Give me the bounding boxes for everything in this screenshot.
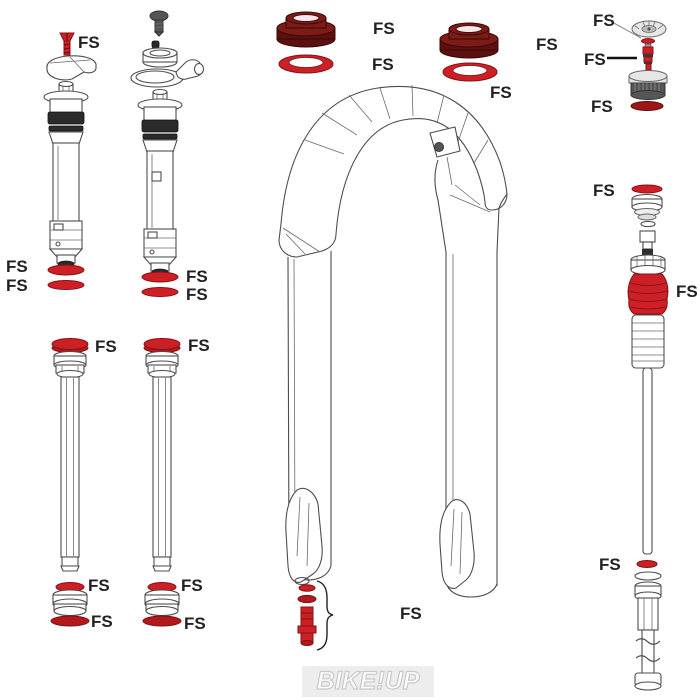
- fs-label: FS: [591, 97, 613, 116]
- damper1-upper-oring: [47, 264, 85, 276]
- bolt-oring-1: [298, 584, 316, 592]
- shaft-bolt-kit: [297, 580, 334, 651]
- damper1-top-screw-red: [59, 32, 75, 56]
- fs-label: FS: [184, 614, 206, 633]
- left-dust-seal-cap: [276, 11, 336, 48]
- air-valve-knurled-cap: [628, 70, 668, 100]
- fs-label: FS: [593, 11, 615, 30]
- damper-spring-stack: [631, 314, 665, 369]
- damper-cartridge-left: [43, 32, 97, 290]
- crown-seal-kit-right: [439, 22, 499, 82]
- damper2-remote-lever: [130, 59, 205, 88]
- rebound-damper-shaft: [627, 184, 669, 691]
- damper-castle-collar: [630, 254, 666, 276]
- air-spring-shaft-left: [50, 337, 90, 627]
- rebound-bolt-washer: [634, 571, 662, 581]
- air-spring-shaft-right: [142, 337, 182, 627]
- fs-label: FS: [188, 336, 210, 355]
- fs-label: FS: [599, 555, 621, 574]
- damper2-upper-oring: [141, 271, 179, 283]
- shaft-bolt: [297, 606, 317, 646]
- crown-seal-kit-left: [276, 11, 336, 74]
- right-dust-seal-cap: [439, 22, 499, 59]
- fs-label: FS: [6, 276, 28, 295]
- fs-label: FS: [95, 337, 117, 356]
- fs-label: FS: [88, 576, 110, 595]
- damper-shaft-washer: [640, 220, 656, 228]
- air-valve-core: [642, 43, 654, 71]
- fs-label: FS: [536, 35, 558, 54]
- fs-labels: FS FS FS FS FS FS FS FS FS FS FS FS FS F…: [6, 11, 698, 633]
- damper2-detent-ball: [151, 40, 160, 49]
- damper1-body: [43, 80, 89, 268]
- damper-bellows: [627, 273, 669, 315]
- fs-label: FS: [186, 285, 208, 304]
- fs-label: FS: [78, 33, 100, 52]
- air-valve-oring: [641, 38, 655, 44]
- fs-label: FS: [373, 19, 395, 38]
- fs-label: FS: [490, 83, 512, 102]
- damper2-spool-knob: [142, 47, 178, 68]
- damper2-body: [137, 88, 183, 276]
- air-valve-cap-assembly: [607, 20, 668, 111]
- fs-label: FS: [676, 282, 698, 301]
- fs-label: FS: [372, 55, 394, 74]
- right-crown-oring: [442, 62, 498, 82]
- grouping-brace: [316, 580, 334, 651]
- rebound-adjuster-bolt: [634, 581, 662, 691]
- damper-shaft-piston-cap: [631, 193, 663, 221]
- damper2-lower-oring: [141, 287, 179, 297]
- bolt-oring-2: [297, 594, 317, 604]
- air-cap-oring: [630, 101, 664, 111]
- air-cap-star-knob: [631, 20, 667, 38]
- bikeup-watermark: BIKE!UP: [302, 666, 434, 697]
- damper-shaft-top-seal: [631, 184, 663, 194]
- fs-label: FS: [91, 612, 113, 631]
- rebound-bolt-oring: [636, 560, 658, 568]
- fs-label: FS: [186, 267, 208, 286]
- fs-label: FS: [181, 576, 203, 595]
- damper-cartridge-with-remote: [130, 10, 205, 297]
- fs-label: FS: [400, 604, 422, 623]
- damper1-top-cap-lever: [46, 55, 97, 81]
- fs-label: FS: [6, 257, 28, 276]
- fs-label: FS: [593, 181, 615, 200]
- fs-label: FS: [584, 50, 606, 69]
- damper2-top-screw: [149, 10, 169, 37]
- damper-shaft-rod: [642, 367, 653, 555]
- lower-leg-casting: [278, 84, 508, 598]
- left-crown-oring: [278, 54, 334, 74]
- damper1-lower-oring: [47, 280, 85, 290]
